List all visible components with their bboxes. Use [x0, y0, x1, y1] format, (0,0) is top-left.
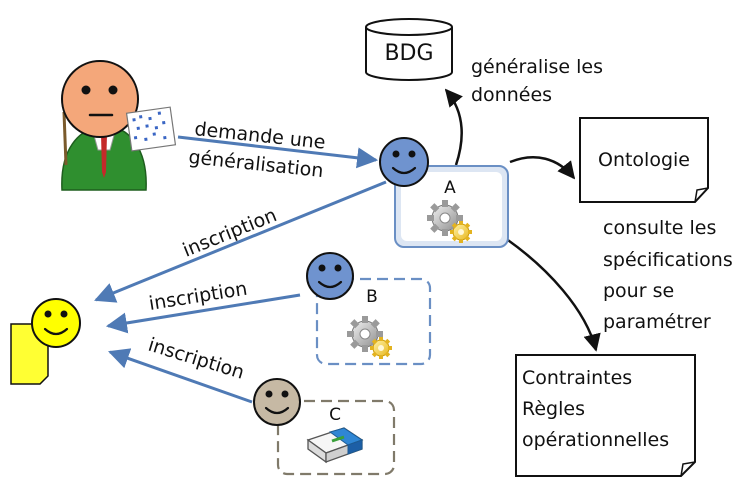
agent-a-face	[379, 137, 429, 187]
user-chart-board	[125, 106, 177, 152]
constraints-document: Contraintes Règles opérationnelles	[515, 354, 696, 477]
agent-b-face	[306, 252, 354, 300]
user-figure	[61, 60, 177, 191]
arrow-request-generalisation	[177, 135, 379, 169]
ontology-document: Ontologie	[579, 117, 709, 203]
arrow-agent-a-to-ontology	[509, 156, 576, 180]
agent-c-label: C	[329, 405, 341, 425]
eraser-icon	[306, 427, 364, 464]
constraints-line-1: Contraintes	[522, 367, 632, 389]
ontology-action-line-3: pour se	[603, 280, 674, 302]
database-action-line-1: généralise les	[471, 56, 603, 78]
inscription-label-b: inscription	[147, 278, 248, 315]
agent-c-face	[253, 378, 301, 426]
agent-a-label: A	[444, 178, 456, 198]
ontology-label: Ontologie	[598, 149, 690, 171]
constraints-line-2: Règles	[522, 398, 585, 420]
database-label: BDG	[384, 41, 433, 66]
constraints-line-3: opérationnelles	[522, 429, 669, 451]
database-node: BDG	[365, 18, 453, 81]
arrow-inscription-a	[94, 180, 387, 303]
ontology-action-line-1: consulte les	[603, 217, 716, 239]
inscription-label-c: inscription	[146, 334, 247, 384]
agent-c: C	[253, 378, 396, 476]
agent-a: A	[379, 137, 509, 248]
arrow-inscription-c	[108, 348, 253, 404]
ontology-action-line-2: spécifications	[603, 249, 733, 271]
agent-b: B	[306, 252, 432, 366]
arrow-agent-a-to-database	[444, 88, 463, 166]
database-action-line-2: données	[471, 84, 552, 106]
arrow-agent-a-to-constraints	[504, 236, 601, 352]
registry-figure	[10, 298, 81, 385]
agent-b-label: B	[366, 287, 378, 307]
ontology-action-line-4: paramétrer	[603, 311, 711, 333]
arrow-inscription-b	[105, 293, 301, 334]
